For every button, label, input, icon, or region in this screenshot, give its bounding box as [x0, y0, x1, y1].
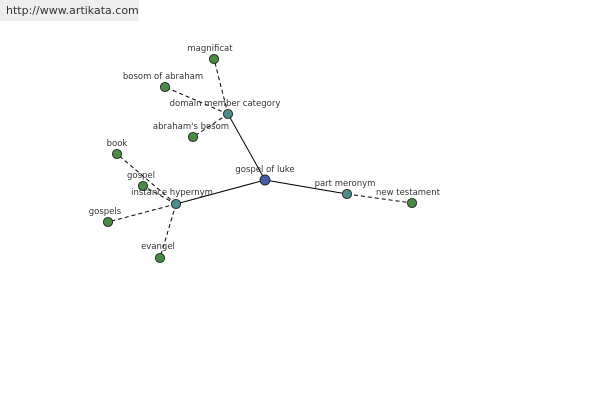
node-label-part-meronym: part meronym — [315, 179, 376, 189]
leaf-node-abrahams-bosom[interactable] — [187, 131, 199, 143]
node-label-domain-member-category: domain member category — [170, 99, 281, 109]
node-label-abrahams-bosom: abraham's bosom — [153, 122, 229, 132]
watermark-url: http://www.artikata.com — [0, 0, 139, 21]
leaf-node-evangel[interactable] — [154, 252, 166, 264]
edge-instance-hypernym-evangel — [159, 203, 177, 259]
leaf-node-gospels[interactable] — [102, 216, 114, 228]
edge-instance-hypernym-gospels — [107, 203, 177, 223]
node-label-instance-hypernym: instance hypernym — [131, 188, 213, 198]
edge-center-part-meronym — [264, 179, 348, 195]
node-label-gospels: gospels — [89, 207, 122, 217]
leaf-node-new-testament[interactable] — [406, 197, 418, 209]
relation-node-domain-member-category[interactable] — [222, 108, 234, 120]
edge-instance-hypernym-book — [116, 153, 177, 205]
node-label-new-testament: new testament — [376, 188, 441, 198]
node-label-book: book — [107, 139, 128, 149]
leaf-node-gospel[interactable] — [137, 180, 149, 192]
center-node-gospel-of-luke[interactable] — [259, 174, 271, 186]
edge-domain-member-category-magnificat — [213, 58, 229, 115]
leaf-node-bosom-of-abraham[interactable] — [159, 81, 171, 93]
edge-center-instance-hypernym — [175, 179, 266, 205]
edge-domain-member-category-bosom-of-abraham — [164, 86, 229, 115]
node-label-gospel-of-luke: gospel of luke — [235, 165, 294, 175]
relation-node-part-meronym[interactable] — [341, 188, 353, 200]
edge-instance-hypernym-gospel — [142, 185, 177, 205]
relation-node-instance-hypernym[interactable] — [170, 198, 182, 210]
edge-center-domain-member-category — [227, 113, 266, 181]
graph-nodes — [102, 53, 418, 264]
leaf-node-book[interactable] — [111, 148, 123, 160]
node-label-magnificat: magnificat — [187, 44, 233, 54]
leaf-node-magnificat[interactable] — [208, 53, 220, 65]
edge-part-meronym-new-testament — [346, 193, 413, 204]
graph-edges — [107, 58, 413, 259]
node-label-evangel: evangel — [141, 242, 175, 252]
node-label-gospel: gospel — [127, 171, 155, 181]
graph-labels: gospel of luke domain member category inst… — [89, 44, 441, 252]
node-label-bosom-of-abraham: bosom of abraham — [123, 72, 203, 82]
